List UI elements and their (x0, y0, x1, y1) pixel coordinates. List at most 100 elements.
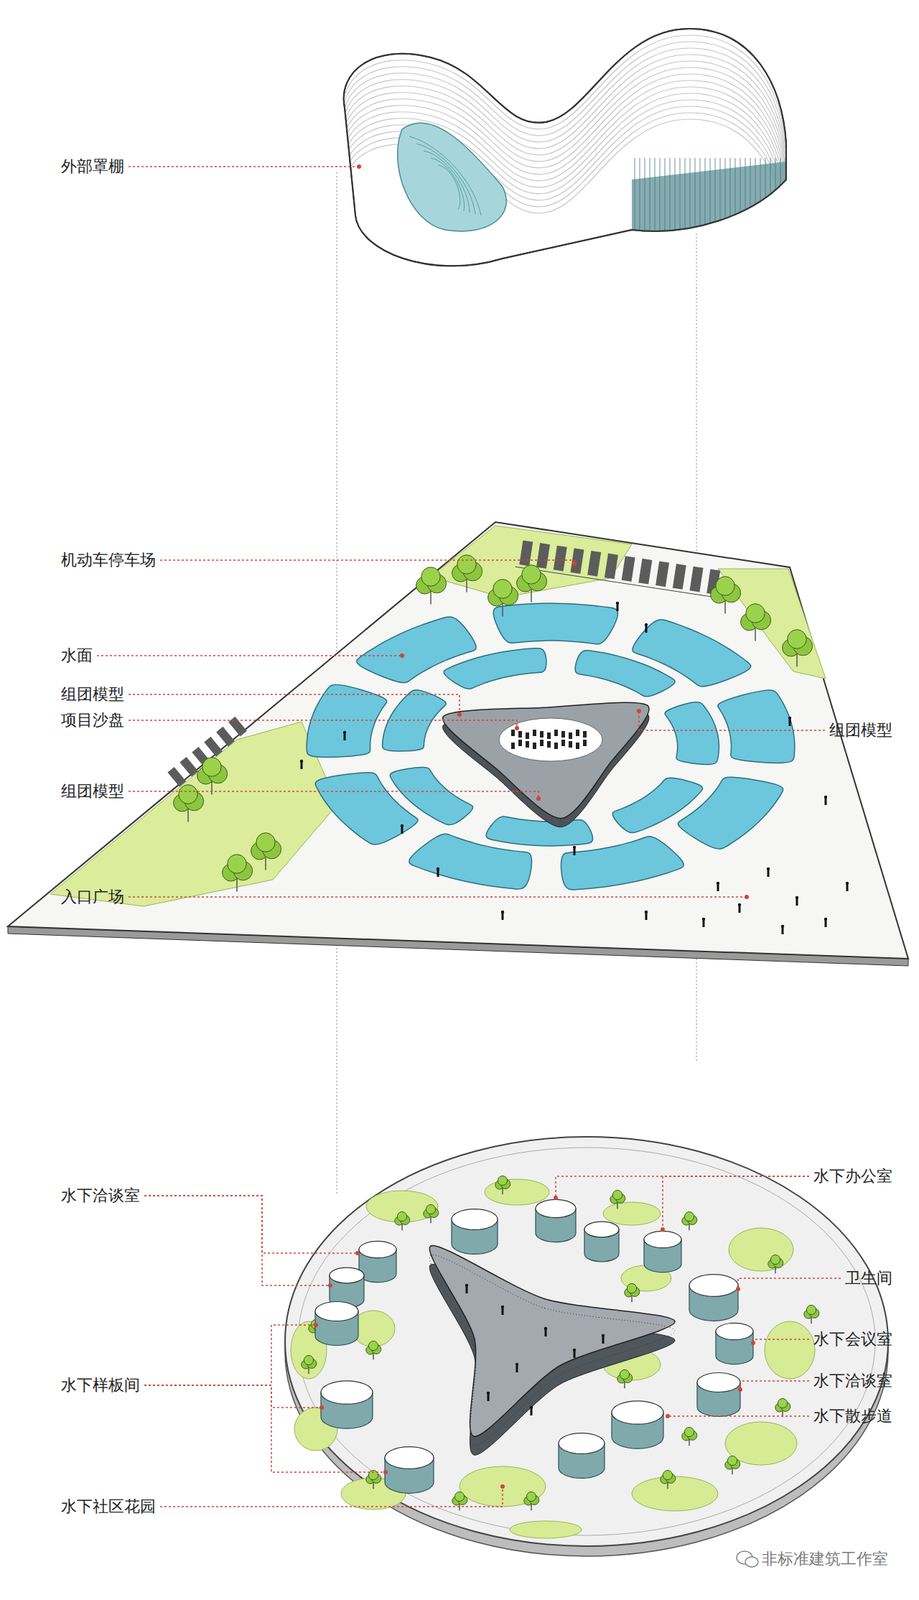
people (824, 917, 828, 921)
leader-line (128, 896, 747, 898)
canopy-stripes (750, 157, 751, 245)
water-pool (493, 603, 618, 645)
people (767, 870, 770, 877)
room-cylinder (689, 1274, 739, 1297)
leader-line (399, 653, 405, 658)
canopy-stripes (343, 35, 787, 245)
tree (521, 565, 541, 584)
people (343, 730, 347, 734)
parking-lot (519, 539, 533, 566)
atrium (572, 1348, 576, 1352)
callout-label: 组团模型 (61, 781, 125, 802)
leader-line (96, 164, 841, 1507)
tree (202, 757, 222, 777)
atrium (516, 1365, 519, 1373)
people (824, 920, 828, 927)
room-cylinder (584, 1221, 619, 1238)
people (716, 881, 720, 885)
tree (787, 629, 807, 649)
central-plaza (518, 739, 522, 746)
atrium (544, 1326, 548, 1330)
canopy-stripes (710, 157, 711, 245)
canopy-stripes (634, 157, 636, 245)
atrium (465, 1286, 469, 1294)
garden-lawn (366, 1190, 438, 1222)
tree (715, 576, 735, 596)
people (400, 824, 404, 828)
parking-lot (167, 766, 186, 787)
central-plaza (582, 739, 587, 746)
site-plan (50, 721, 338, 907)
canopy-stripes (720, 157, 721, 245)
leader-line (572, 561, 577, 566)
canopy-stripes (409, 136, 482, 216)
leader-line (144, 1384, 322, 1408)
leader-line (738, 1387, 743, 1392)
callout-label: 项目沙盘 (61, 710, 125, 731)
parking-lot (655, 560, 670, 587)
central-plaza (511, 742, 515, 749)
leader-line (313, 1322, 319, 1327)
room-cylinder (451, 1209, 498, 1230)
people (702, 920, 706, 927)
people (789, 719, 792, 726)
garden-lawn (603, 1201, 661, 1225)
tree (421, 567, 441, 586)
leader-line (750, 1340, 756, 1345)
central-plaza (561, 730, 566, 738)
atrium (544, 1329, 548, 1337)
water-pool (717, 689, 795, 763)
tree (626, 1283, 637, 1293)
garden-lawn (728, 1227, 794, 1271)
parking-lot (515, 539, 726, 599)
canopy-stripes (694, 157, 696, 245)
atrium (501, 1305, 505, 1309)
wechat-icon (736, 1550, 759, 1567)
central-plaza (575, 729, 580, 736)
leader-line (328, 1283, 333, 1288)
central-plaza (525, 732, 530, 739)
parking-lot (553, 545, 568, 572)
people (796, 898, 799, 906)
leader-line (128, 720, 517, 729)
site-plan (7, 521, 909, 959)
atrium (501, 1308, 505, 1315)
central-plaza (547, 732, 551, 739)
callout-label: 水下样板间 (61, 1374, 141, 1396)
room-cylinder (535, 1199, 576, 1217)
room-cylinder (697, 1372, 741, 1393)
canopy-stripes (765, 157, 767, 245)
atrium (601, 1333, 605, 1337)
tree (684, 1426, 694, 1436)
leader-line (144, 1384, 386, 1472)
people (645, 913, 648, 920)
atrium (429, 1244, 675, 1436)
tree (425, 1204, 436, 1214)
central-plaza (575, 742, 580, 749)
canopy-stripes (705, 157, 706, 245)
canopy-stripes (775, 157, 777, 245)
leader-line (96, 654, 403, 657)
callout-label: 水下办公室 (813, 1165, 893, 1187)
parking-lot (570, 547, 584, 574)
callout-label: 外部罩棚 (61, 156, 125, 177)
leader-line (638, 710, 825, 731)
site-plan (430, 525, 632, 598)
people (501, 913, 505, 920)
leader-line (144, 1195, 358, 1253)
canopy-stripes (684, 157, 686, 245)
people (702, 917, 706, 921)
leader-line (667, 1415, 810, 1417)
water-pool (612, 777, 703, 833)
people (616, 601, 619, 605)
callout-label: 水面 (61, 645, 93, 666)
leader-line (160, 560, 575, 564)
tree (368, 1340, 378, 1350)
parking-lot (638, 558, 652, 585)
leader-line (383, 1469, 388, 1474)
callout-label: 组团模型 (61, 684, 125, 705)
garden-lawn (509, 1520, 582, 1538)
atrium (529, 1405, 533, 1409)
water-pool (443, 648, 547, 690)
water-pool (664, 702, 719, 765)
